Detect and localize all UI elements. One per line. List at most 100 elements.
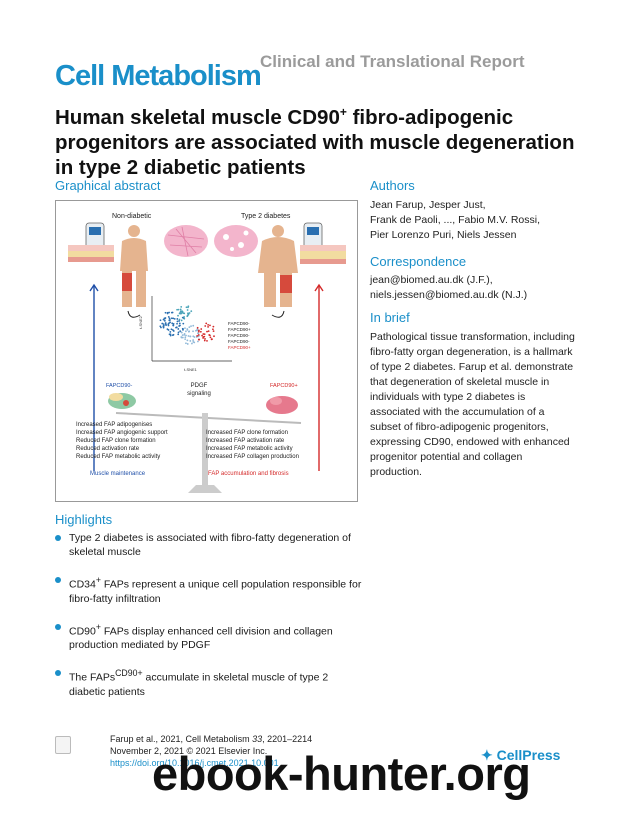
tsne-point	[186, 309, 189, 311]
tsne-point	[196, 329, 198, 332]
tsne-point	[170, 311, 173, 314]
fap-cd90-neg-cells-icon	[108, 393, 136, 409]
tsne-point	[179, 308, 182, 311]
skin-layers-left-icon	[68, 245, 114, 262]
right-effects-list: Increased FAP clone formation Increased …	[206, 430, 299, 460]
tsne-point	[170, 328, 173, 331]
tsne-point	[187, 335, 190, 337]
tsne-point	[193, 341, 196, 344]
tsne-point	[177, 308, 180, 311]
label-nondiabetic: Non-diabetic	[112, 213, 152, 220]
graphical-abstract: Non-diabetic Type 2 diabetes	[55, 200, 358, 502]
cellpress-icon: ✦	[481, 747, 493, 763]
authors-heading: Authors	[370, 178, 415, 193]
tsne-point	[170, 317, 173, 320]
tsne-point	[178, 325, 181, 327]
tsne-point	[166, 311, 169, 314]
correspondence-email-1[interactable]: jean@biomed.au.dk (J.F.),	[370, 274, 493, 286]
tsne-point	[188, 326, 191, 329]
tsne-point	[192, 330, 194, 333]
tsne-point	[177, 328, 180, 330]
tsne-point	[171, 322, 174, 325]
tsne-point	[176, 322, 178, 325]
tsne-point	[209, 336, 212, 339]
tsne-point	[198, 329, 200, 332]
tsne-point	[169, 334, 172, 337]
tsne-point	[162, 323, 165, 326]
tsne-point	[203, 333, 206, 336]
tsne-point	[184, 330, 187, 333]
tsne-point	[172, 317, 175, 320]
left-item-4: Reduced activation rate	[76, 446, 140, 452]
highlights-list: Type 2 diabetes is associated with fibro…	[55, 531, 365, 713]
tsne-legend-4: FAPCD90-	[228, 339, 250, 344]
tsne-point	[204, 337, 206, 340]
bullet-icon	[55, 535, 61, 541]
tsne-point	[189, 340, 192, 342]
arrow-down-left-icon	[127, 310, 141, 318]
tsne-point	[180, 336, 183, 338]
tsne-point	[192, 339, 195, 341]
tsne-point	[181, 336, 184, 339]
tsne-point	[173, 317, 176, 320]
tsne-point	[171, 329, 174, 331]
tsne-point	[177, 333, 180, 336]
fap-left-label: FAPCD90-	[106, 383, 132, 389]
right-item-1: Increased FAP clone formation	[206, 430, 288, 436]
tsne-point	[177, 314, 179, 317]
authors-line-3: Pier Lorenzo Puri, Niels Jessen	[370, 229, 517, 241]
tsne-point	[197, 334, 200, 336]
authors-list: Jean Farup, Jesper Just, Frank de Paoli,…	[370, 198, 610, 243]
tsne-point	[169, 331, 172, 333]
correspondence-email-2[interactable]: niels.jessen@biomed.au.dk (N.J.)	[370, 289, 528, 301]
tsne-point	[197, 330, 200, 333]
tsne-point	[181, 334, 184, 337]
journal-name: Cell Metabolism	[55, 60, 262, 92]
fap-cd90-pos-cells-icon	[266, 396, 298, 414]
check-for-updates-icon[interactable]	[55, 736, 71, 754]
person-nondiabetic-icon	[120, 225, 148, 307]
pdgf-label: PDGF	[191, 383, 208, 389]
tsne-point	[185, 334, 187, 337]
tsne-point	[184, 338, 187, 341]
signaling-label: signaling	[187, 391, 211, 397]
left-item-1: Increased FAP adipogenises	[76, 422, 152, 428]
tsne-point	[178, 312, 181, 315]
tsne-point	[186, 315, 189, 318]
tsne-point	[206, 330, 208, 333]
highlight-item: The FAPsCD90+ accumulate in skeletal mus…	[55, 666, 365, 699]
left-outcome: Muscle maintenance	[90, 471, 146, 477]
tsne-point	[193, 336, 196, 338]
tsne-point	[178, 322, 181, 325]
tsne-point	[172, 333, 175, 336]
right-outcome: FAP accumulation and fibrosis	[208, 471, 289, 477]
tsne-point	[190, 310, 193, 313]
tsne-point	[189, 335, 192, 338]
tsne-point	[183, 334, 186, 336]
tsne-point	[161, 322, 164, 325]
tsne-point	[159, 325, 162, 328]
report-type: Clinical and Translational Report	[260, 52, 525, 71]
tsne-point	[186, 343, 189, 345]
tsne-point	[191, 342, 193, 345]
tsne-point	[182, 322, 185, 325]
tsne-plot: t-SNE2 t-SNE1 FAPCD90- FAPCD90+ FAPCD90-…	[138, 296, 251, 372]
right-item-4: Increased FAP collagen production	[206, 454, 299, 460]
tsne-point	[184, 336, 187, 339]
tsne-point	[180, 310, 183, 313]
tsne-point	[198, 338, 200, 341]
tsne-point	[202, 337, 204, 339]
tsne-point	[210, 338, 213, 341]
tsne-point	[164, 311, 167, 314]
left-effects-list: Increased FAP adipogenises Increased FAP…	[76, 422, 168, 460]
tsne-point	[159, 319, 162, 322]
doi-link[interactable]: https://doi.org/10.1016/j.cmet.2021.10.0…	[110, 758, 279, 768]
tsne-point	[213, 335, 215, 338]
tsne-point	[197, 335, 200, 338]
tsne-point	[183, 312, 186, 315]
tsne-point	[185, 306, 188, 309]
tsne-point	[186, 328, 189, 331]
tsne-point	[209, 324, 211, 327]
tsne-point	[206, 339, 208, 342]
article-title: Human skeletal muscle CD90+ fibro-adipog…	[55, 105, 575, 179]
